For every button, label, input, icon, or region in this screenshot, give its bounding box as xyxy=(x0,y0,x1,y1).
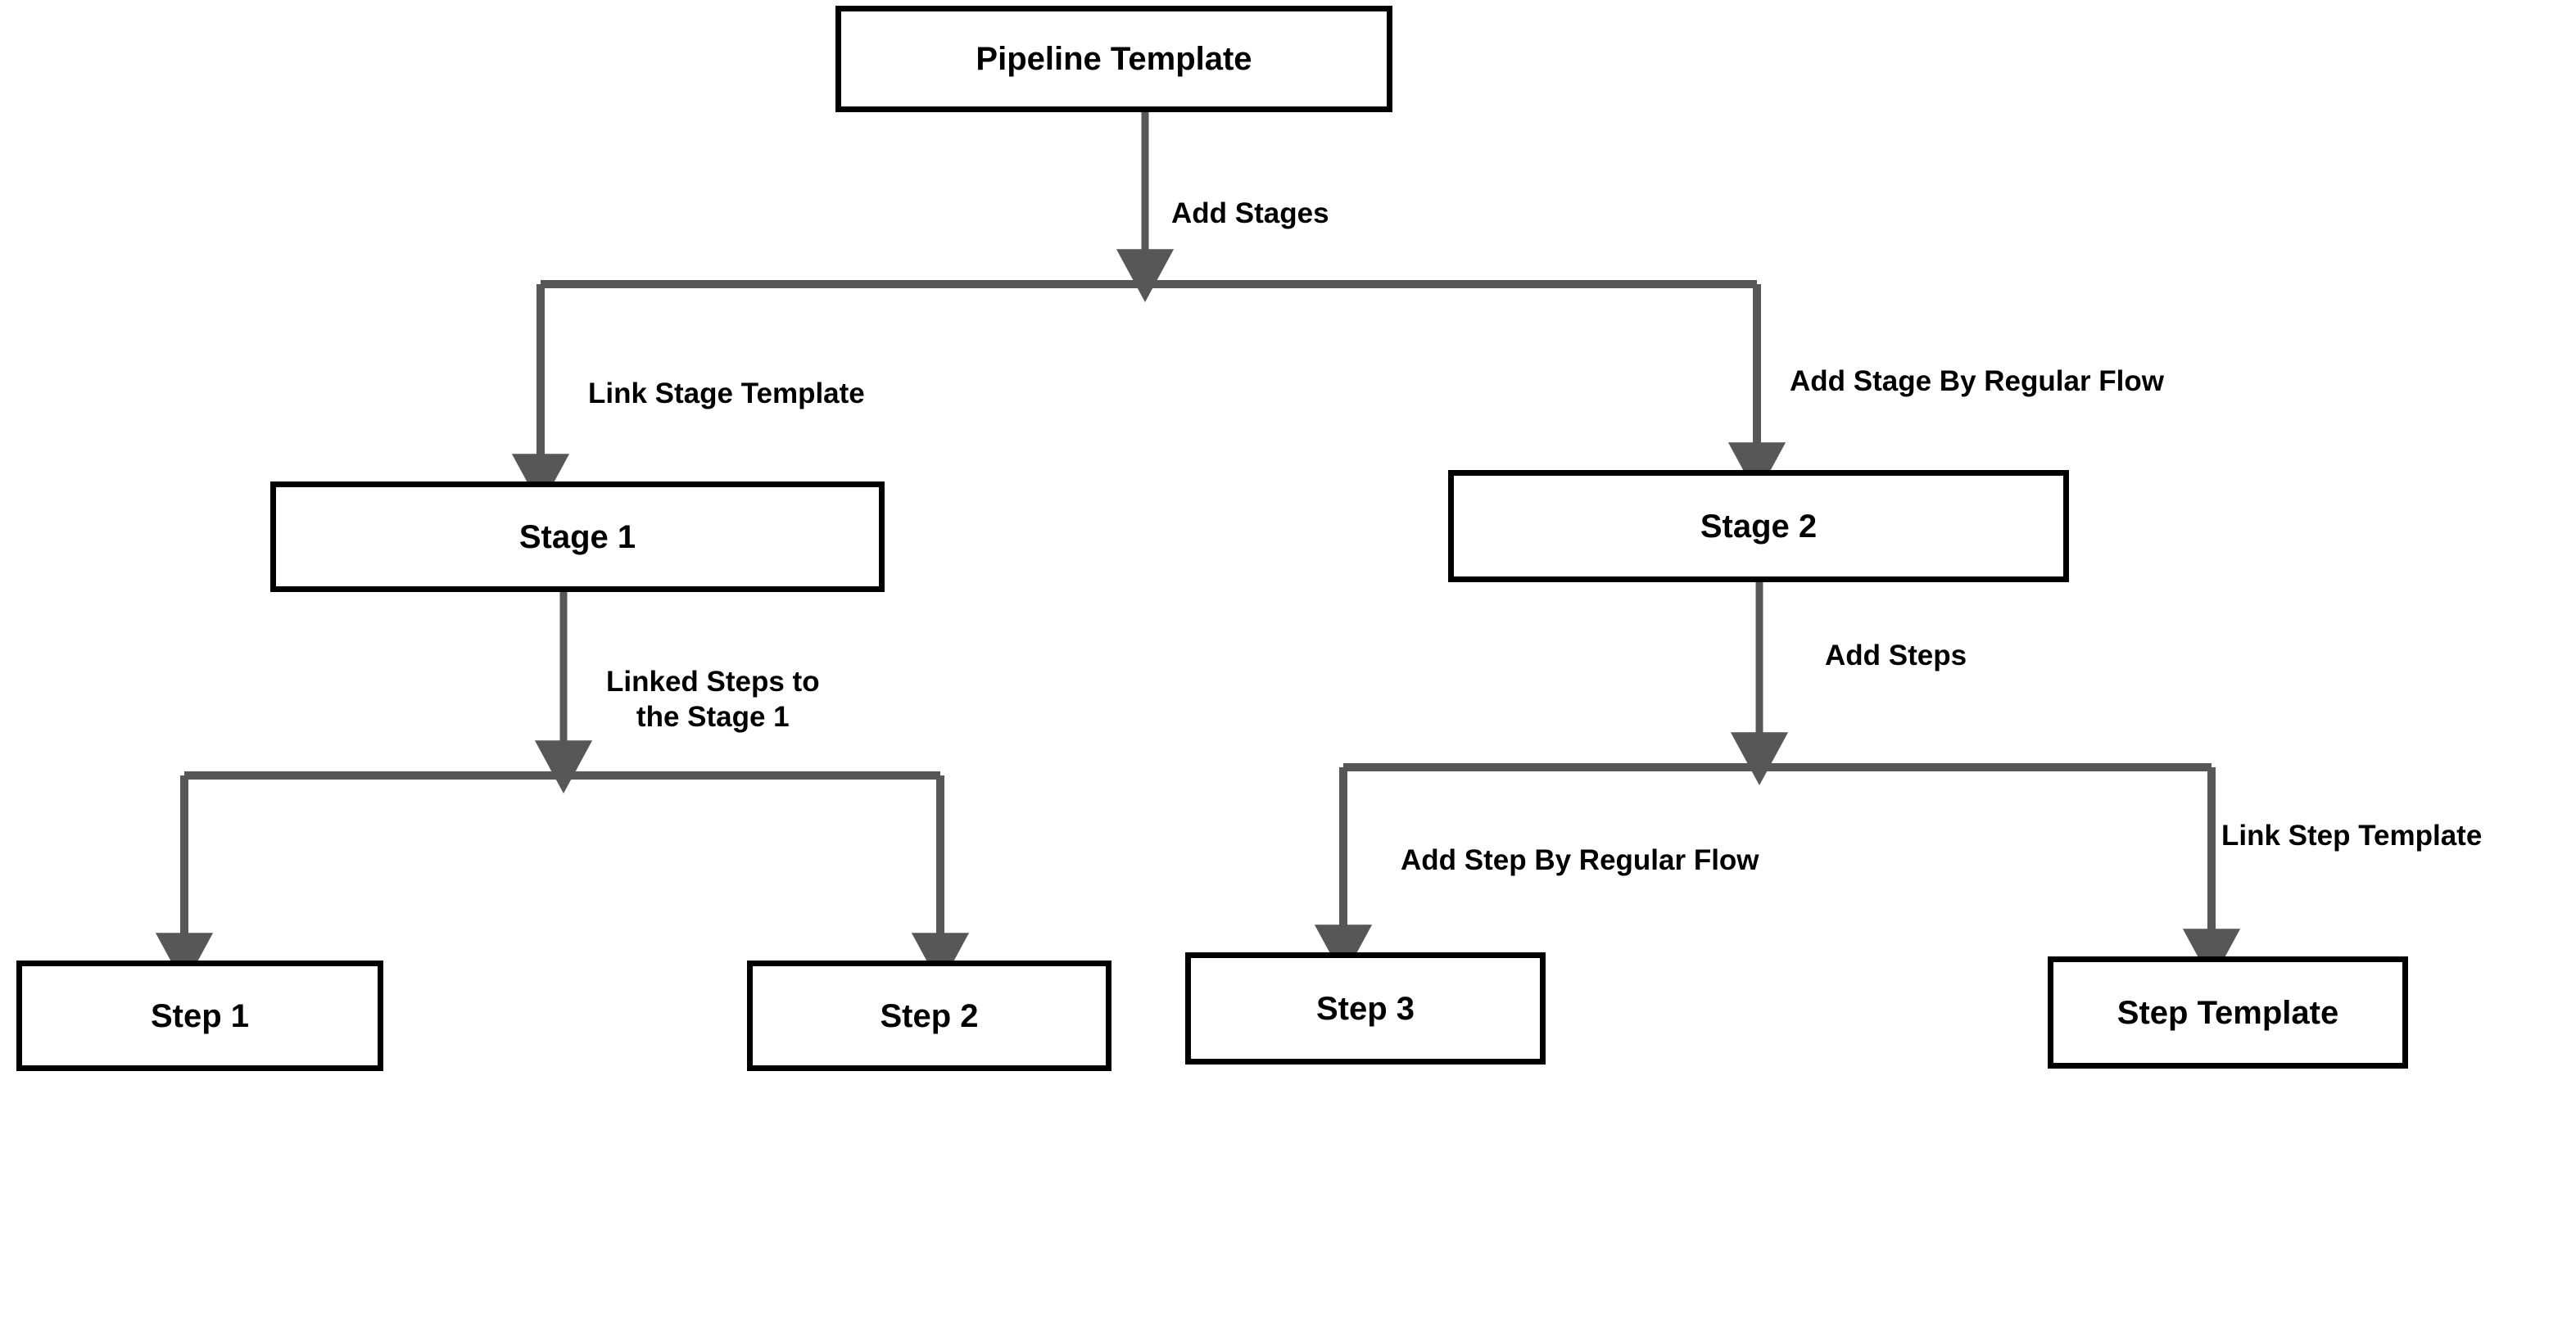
node-step-2[interactable]: Step 2 xyxy=(747,961,1111,1071)
edge-label-add-stages: Add Stages xyxy=(1171,197,1329,229)
edge-stage2-to-fanout xyxy=(1339,582,2216,938)
node-pipeline-template[interactable]: Pipeline Template xyxy=(835,6,1392,112)
edge-label-add-steps: Add Steps xyxy=(1825,640,1967,671)
node-stage-1[interactable]: Stage 1 xyxy=(270,481,885,592)
edge-label-link-stage-template: Link Stage Template xyxy=(588,377,865,409)
node-step-template-label: Step Template xyxy=(2116,994,2339,1031)
node-step-template[interactable]: Step Template xyxy=(2048,956,2408,1069)
node-step-1[interactable]: Step 1 xyxy=(16,961,383,1071)
edge-label-linked-steps-to-the-stage-1: Linked Steps to the Stage 1 xyxy=(606,666,820,733)
edge-label-link-step-template: Link Step Template xyxy=(2221,820,2483,852)
node-step-1-label: Step 1 xyxy=(150,997,250,1034)
edge-label-add-step-by-regular-flow: Add Step By Regular Flow xyxy=(1401,844,1759,876)
node-step-2-label: Step 2 xyxy=(880,997,979,1034)
node-step-3-label: Step 3 xyxy=(1315,990,1415,1027)
node-stage-1-label: Stage 1 xyxy=(518,518,636,555)
node-pipeline-template-label: Pipeline Template xyxy=(976,41,1252,77)
edge-stage1-to-fanout xyxy=(180,592,944,942)
node-stage-2[interactable]: Stage 2 xyxy=(1448,470,2069,582)
node-step-3[interactable]: Step 3 xyxy=(1185,952,1546,1065)
edge-label-add-stage-by-regular-flow: Add Stage By Regular Flow xyxy=(1790,365,2164,397)
node-stage-2-label: Stage 2 xyxy=(1700,508,1818,545)
